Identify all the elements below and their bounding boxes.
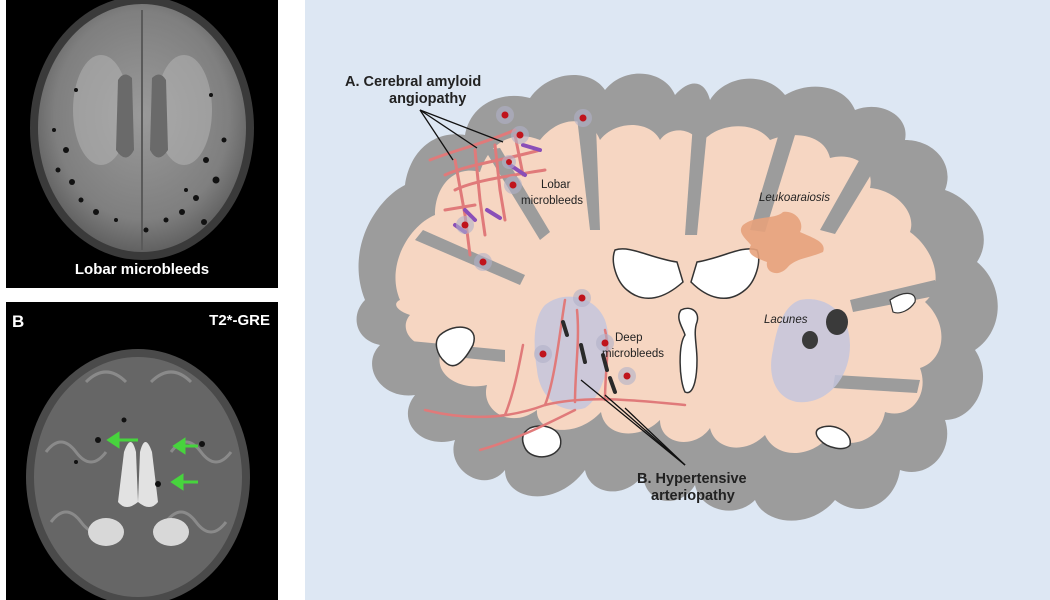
coronal-brain-diagram: A. Cerebral amyloid angiopathy Lobar mic… <box>305 0 1050 600</box>
sequence-label: T2*-GRE <box>209 312 270 329</box>
brain-schematic: A. Cerebral amyloid angiopathy Lobar mic… <box>305 0 1050 600</box>
third-ventricle <box>678 307 699 394</box>
lacune-1 <box>826 309 848 335</box>
ha-label-line1: B. Hypertensive <box>637 471 747 487</box>
callout-lines <box>419 109 686 466</box>
lobar-label-line1: Lobar <box>541 179 571 191</box>
lacune-2 <box>802 331 818 349</box>
left-basal-ganglia <box>534 296 609 410</box>
lacunes-label: Lacunes <box>764 314 808 326</box>
leukoaraiosis-label: Leukoaraiosis <box>759 192 830 204</box>
left-temporal-horn <box>435 326 475 367</box>
left-inferior-horn <box>521 425 562 458</box>
panel-letter-b: B <box>12 312 25 331</box>
sulci <box>400 95 940 393</box>
deep-vessels <box>423 298 687 452</box>
deep-label-line1: Deep <box>615 332 643 344</box>
right-lateral-ventricle <box>690 248 760 299</box>
mri-lobar-caption: Lobar microbleeds <box>74 261 210 278</box>
lipohyalinosis-segments <box>561 320 617 394</box>
lobar-microbleeds <box>456 106 592 271</box>
ha-label-line2: arteriopathy <box>651 488 735 504</box>
left-lateral-ventricle <box>612 248 684 299</box>
caa-label-line1: A. Cerebral amyloid <box>345 74 481 90</box>
deep-microbleeds <box>534 289 636 385</box>
deep-label-line2: microbleeds <box>602 348 664 360</box>
mri-deep-image <box>6 302 278 600</box>
leukoaraiosis-region <box>740 211 824 274</box>
mri-deep-panel: B T2*-GRE <box>6 302 278 600</box>
right-inferior-horn <box>815 425 851 450</box>
mri-lobar-image <box>6 0 278 288</box>
right-sylvian-cleft <box>889 292 916 314</box>
caa-label-line2: angiopathy <box>389 91 466 107</box>
lobar-label-line2: microbleeds <box>521 195 583 207</box>
mri-lobar-panel: Lobar microbleeds <box>6 0 278 288</box>
finding-arrows <box>106 431 198 491</box>
